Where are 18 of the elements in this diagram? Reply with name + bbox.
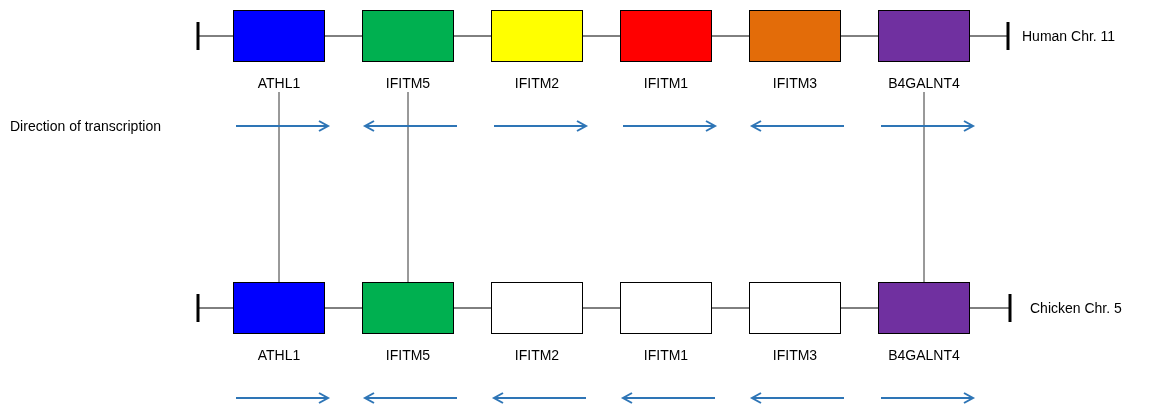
gene-label: B4GALNT4 <box>887 75 961 91</box>
ortholog-line <box>407 91 409 283</box>
ortholog-line <box>278 91 280 283</box>
gene-label: IFITM2 <box>513 347 561 363</box>
gene-label: B4GALNT4 <box>887 347 961 363</box>
gene-label: ATHL1 <box>256 75 302 91</box>
gene-label: IFITM3 <box>771 347 819 363</box>
gene-label: IFITM5 <box>384 347 432 363</box>
chromosome-label: Chicken Chr. 5 <box>1030 300 1122 316</box>
gene-label: IFITM5 <box>384 75 432 91</box>
gene-label: IFITM2 <box>513 75 561 91</box>
gene-label: IFITM1 <box>642 347 690 363</box>
gene-label: IFITM3 <box>771 75 819 91</box>
chromosome-label: Human Chr. 11 <box>1022 28 1116 44</box>
axis-label: Direction of transcription <box>10 118 161 134</box>
gene-label: ATHL1 <box>256 347 302 363</box>
gene-label: IFITM1 <box>642 75 690 91</box>
ortholog-line <box>923 91 925 283</box>
